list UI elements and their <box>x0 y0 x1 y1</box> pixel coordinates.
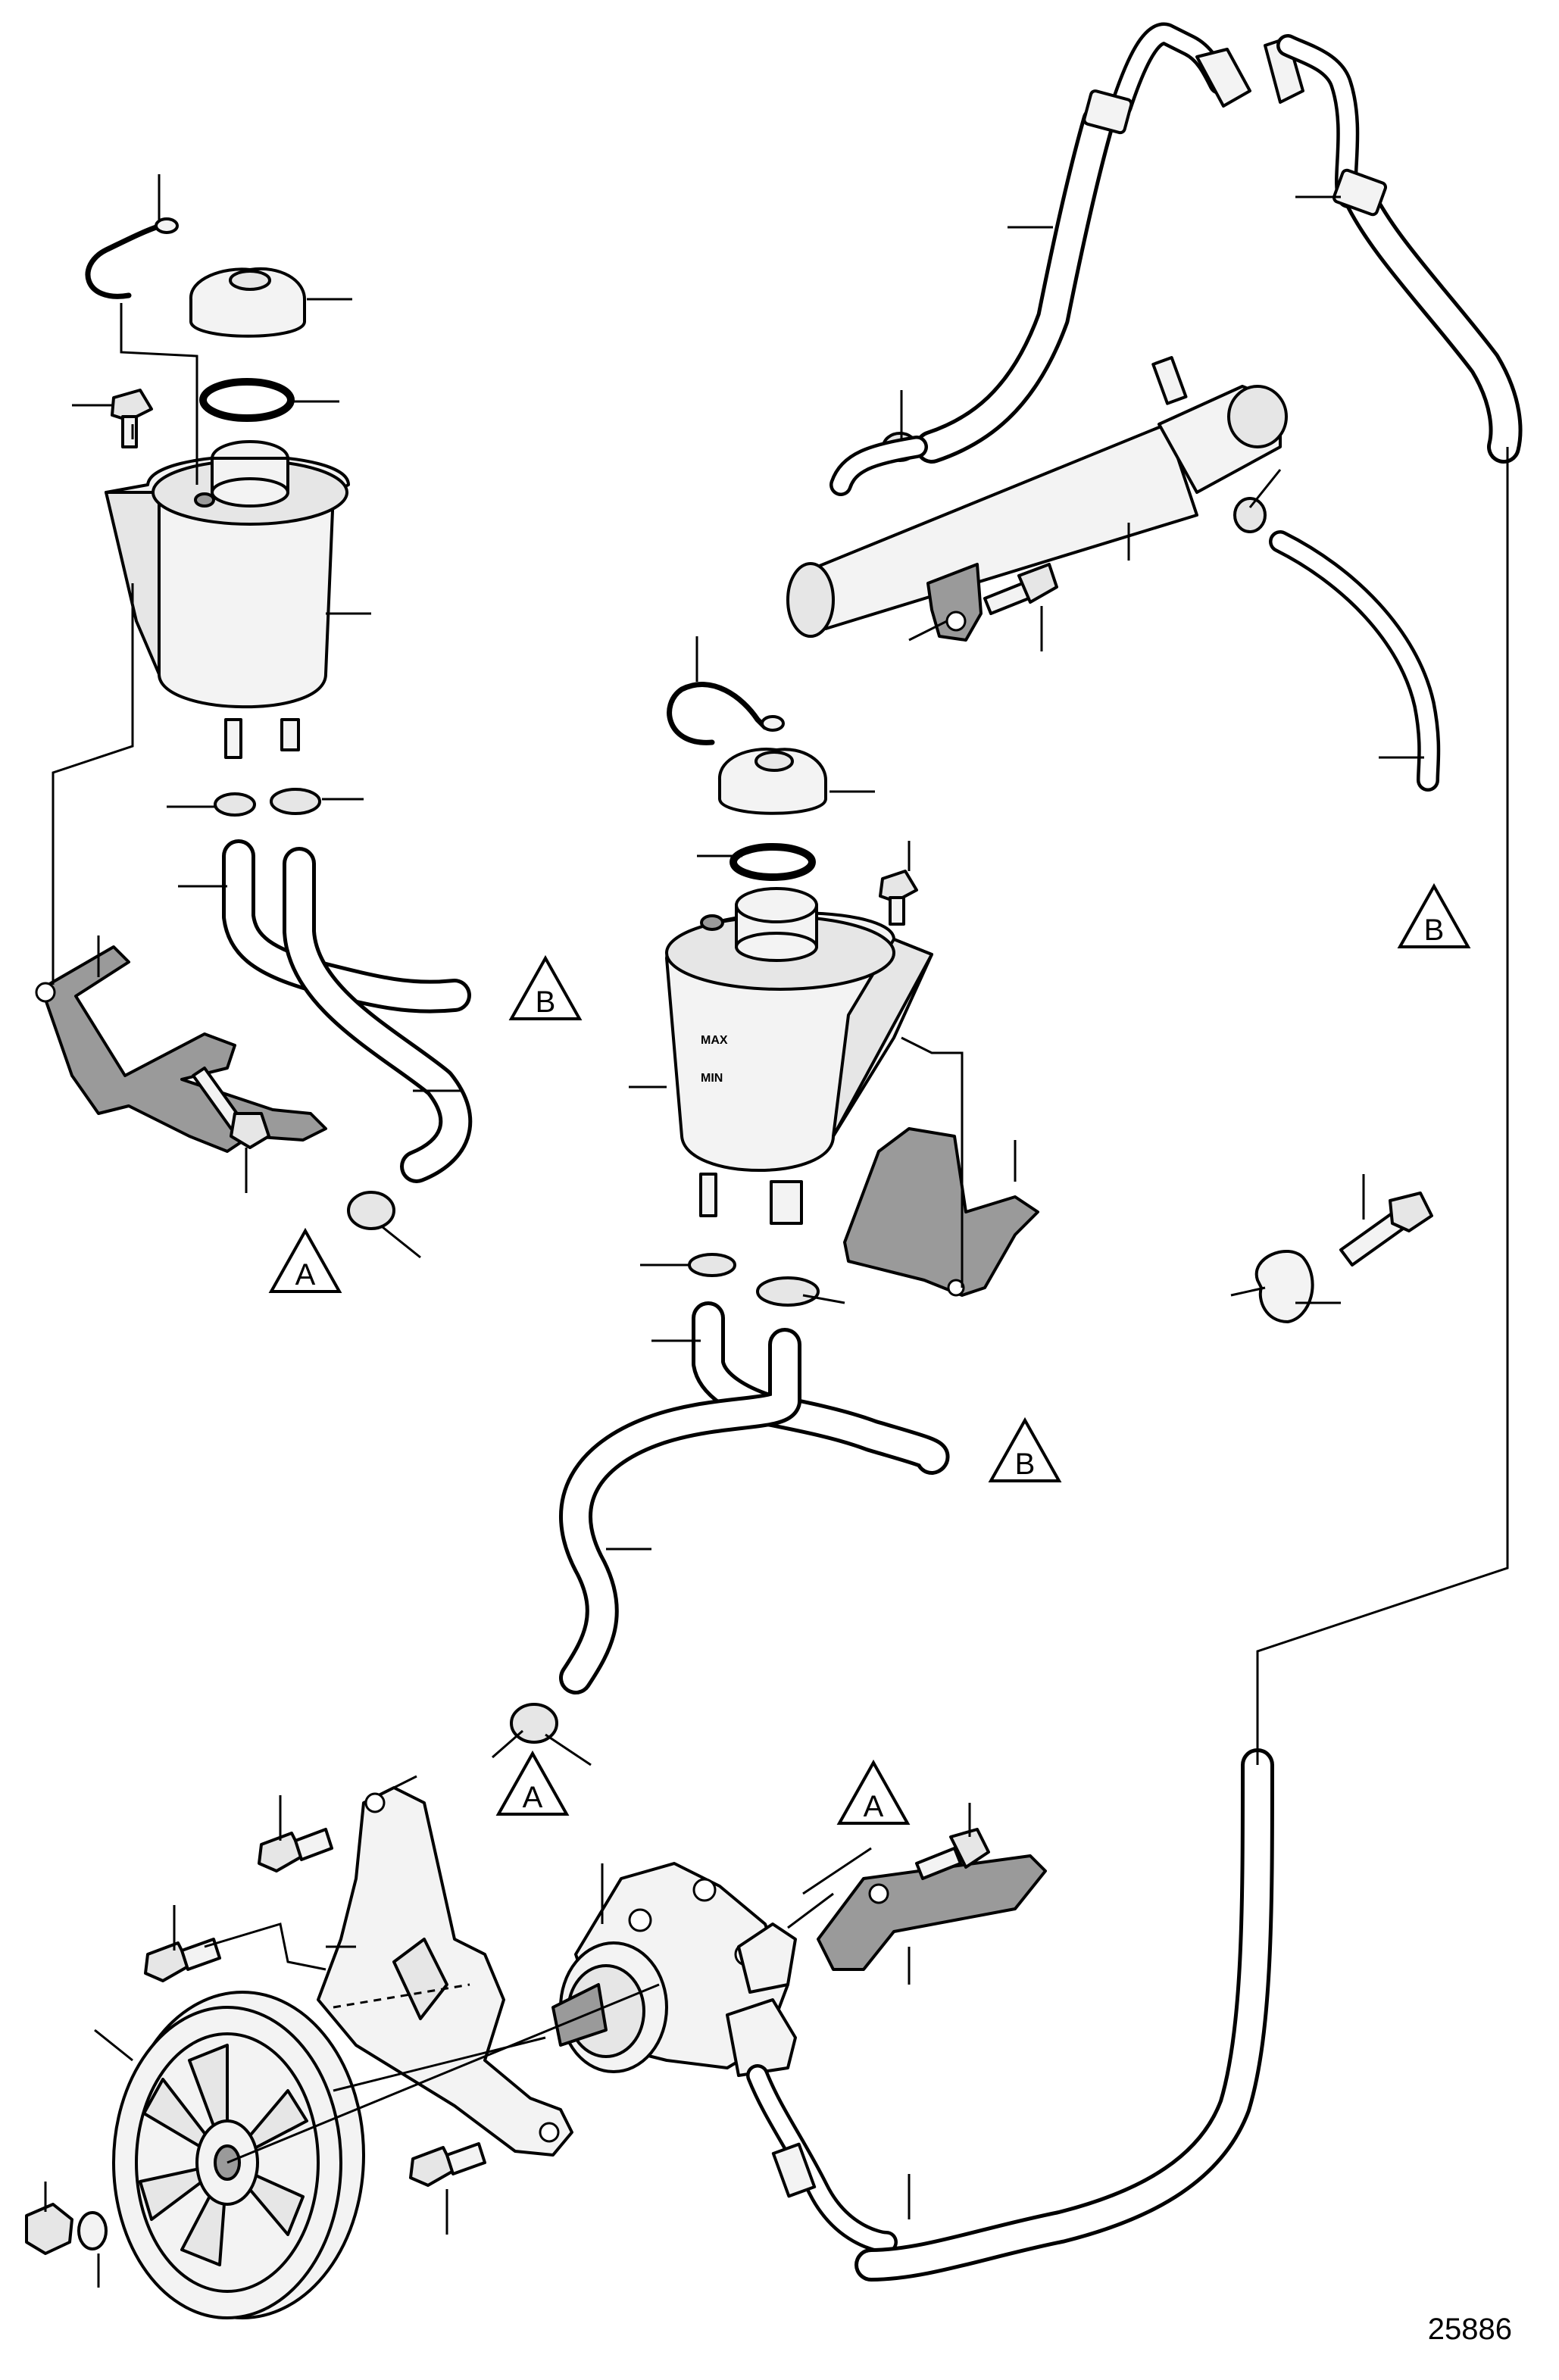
ref-b-center: B <box>988 1416 1062 1482</box>
left-filler-cap <box>189 267 306 338</box>
cooler-tab-hole <box>945 611 967 632</box>
reservoir-min-mark: MIN <box>701 1072 723 1085</box>
svg-text:B: B <box>1424 914 1445 947</box>
callout-leaders <box>44 174 1424 2288</box>
figure-number: 25886 <box>1427 2313 1512 2346</box>
ref-b-right: B <box>1397 882 1471 948</box>
left-pump-clamp <box>347 1191 395 1230</box>
bracket-bolt-lower <box>409 2142 486 2187</box>
center-reservoir-flange <box>832 938 933 1138</box>
support-bracket-hole <box>868 1883 889 1904</box>
right-return-hose-sleeve <box>1332 168 1388 217</box>
left-supply-hose <box>286 851 469 1179</box>
pipe-clip-assembly <box>1254 1192 1433 1323</box>
left-retaining-clip <box>85 223 164 299</box>
svg-text:B: B <box>1015 1448 1036 1481</box>
pressure-hose <box>858 1752 1270 2278</box>
pump-inlet-fitting <box>737 1922 797 1994</box>
center-filler-cap <box>717 748 827 815</box>
right-return-hose <box>1343 176 1519 460</box>
cooler-inlet-hose <box>833 439 925 493</box>
cooler-feed-hose-sleeve <box>1083 89 1133 135</box>
pump-pulley <box>112 1991 365 2319</box>
left-reservoir-vent <box>194 492 215 508</box>
ref-a-left: A <box>268 1227 342 1293</box>
reference-markers: B A B B A A <box>268 882 1471 1825</box>
left-reservoir-outlet-2 <box>280 718 300 751</box>
left-reservoir-outlet-1 <box>224 718 242 759</box>
ref-a-pump: A <box>836 1759 911 1825</box>
svg-text:A: A <box>295 1258 316 1292</box>
svg-text:B: B <box>536 985 556 1019</box>
svg-text:A: A <box>523 1781 543 1814</box>
bracket-bolt-middle <box>144 1938 221 1982</box>
center-supply-hose <box>563 1332 798 1691</box>
bracket-dowel-line <box>333 1983 470 2009</box>
left-bracket-hole <box>35 982 56 1003</box>
cooler-pipe-assembly <box>786 22 1523 792</box>
pulley-washer <box>77 2211 108 2250</box>
center-reservoir-bolt <box>879 870 918 926</box>
left-o-ring <box>199 378 295 422</box>
center-reservoir-outlet-1 <box>699 1173 717 1217</box>
pump-bracket-cutout <box>392 1938 448 2020</box>
upper-fitting-right <box>1195 48 1251 108</box>
left-bracket-bolt <box>192 1067 270 1149</box>
left-hose-clamp-2 <box>270 788 321 815</box>
left-reservoir-bracket <box>40 945 327 1153</box>
cooler-tube-nipple <box>1151 356 1188 405</box>
pump-mounting-bracket <box>317 1786 573 2157</box>
cooler-outlet-hose <box>1272 533 1437 789</box>
cooler-tube-end-right <box>1227 385 1288 448</box>
center-retaining-clip <box>667 682 768 745</box>
center-return-hose <box>695 1305 946 1471</box>
cooler-tube-mount-tab <box>926 563 983 642</box>
bracket-bolt-upper <box>258 1828 333 1872</box>
pump-bracket-hole-bottom <box>539 2122 560 2143</box>
center-reservoir-assembly: MAX MIN <box>510 682 1039 1744</box>
reservoir-max-mark: MAX <box>701 1034 728 1047</box>
cooler-mount-bolt <box>983 563 1058 615</box>
pump-assembly <box>25 1748 1274 2319</box>
pipe-clip-bolt <box>1339 1192 1433 1267</box>
cooler-feed-hose <box>919 108 1111 460</box>
support-bracket-bolt <box>915 1828 990 1880</box>
center-hose-clamp-1 <box>688 1253 736 1277</box>
center-hose-clamp-2 <box>756 1276 820 1307</box>
cooler-clamp-right <box>1233 497 1267 533</box>
center-reservoir-vent <box>700 914 724 931</box>
p-clip <box>1254 1249 1314 1323</box>
center-pump-clamp <box>510 1703 558 1744</box>
left-reservoir-neck-rim <box>211 477 289 508</box>
left-reservoir-assembly <box>35 217 473 1230</box>
pressure-line-connection <box>1256 447 1509 1765</box>
left-hose-clamp-1 <box>214 792 256 817</box>
center-reservoir-neck-rim <box>735 932 818 962</box>
pressure-pipe-fitting <box>771 2142 817 2198</box>
center-reservoir-bracket <box>843 1127 1039 1297</box>
svg-text:A: A <box>864 1790 884 1823</box>
center-bracket-hole <box>947 1279 965 1297</box>
pump-bracket-hole-top <box>364 1792 386 1813</box>
center-reservoir-outlet-2 <box>770 1180 803 1225</box>
center-o-ring <box>730 843 816 881</box>
pump-pressure-pipe <box>749 2067 895 2250</box>
center-reservoir-neck <box>735 887 818 923</box>
cooler-tube-end-left <box>786 562 835 638</box>
left-clip-eye <box>155 217 179 234</box>
ref-a-center: A <box>495 1750 570 1816</box>
pulley-nut <box>25 2203 73 2255</box>
center-clip-eye <box>761 715 785 732</box>
left-cap-knob <box>229 270 271 291</box>
center-cap-knob <box>755 751 794 772</box>
ref-b-left: B <box>508 954 583 1020</box>
